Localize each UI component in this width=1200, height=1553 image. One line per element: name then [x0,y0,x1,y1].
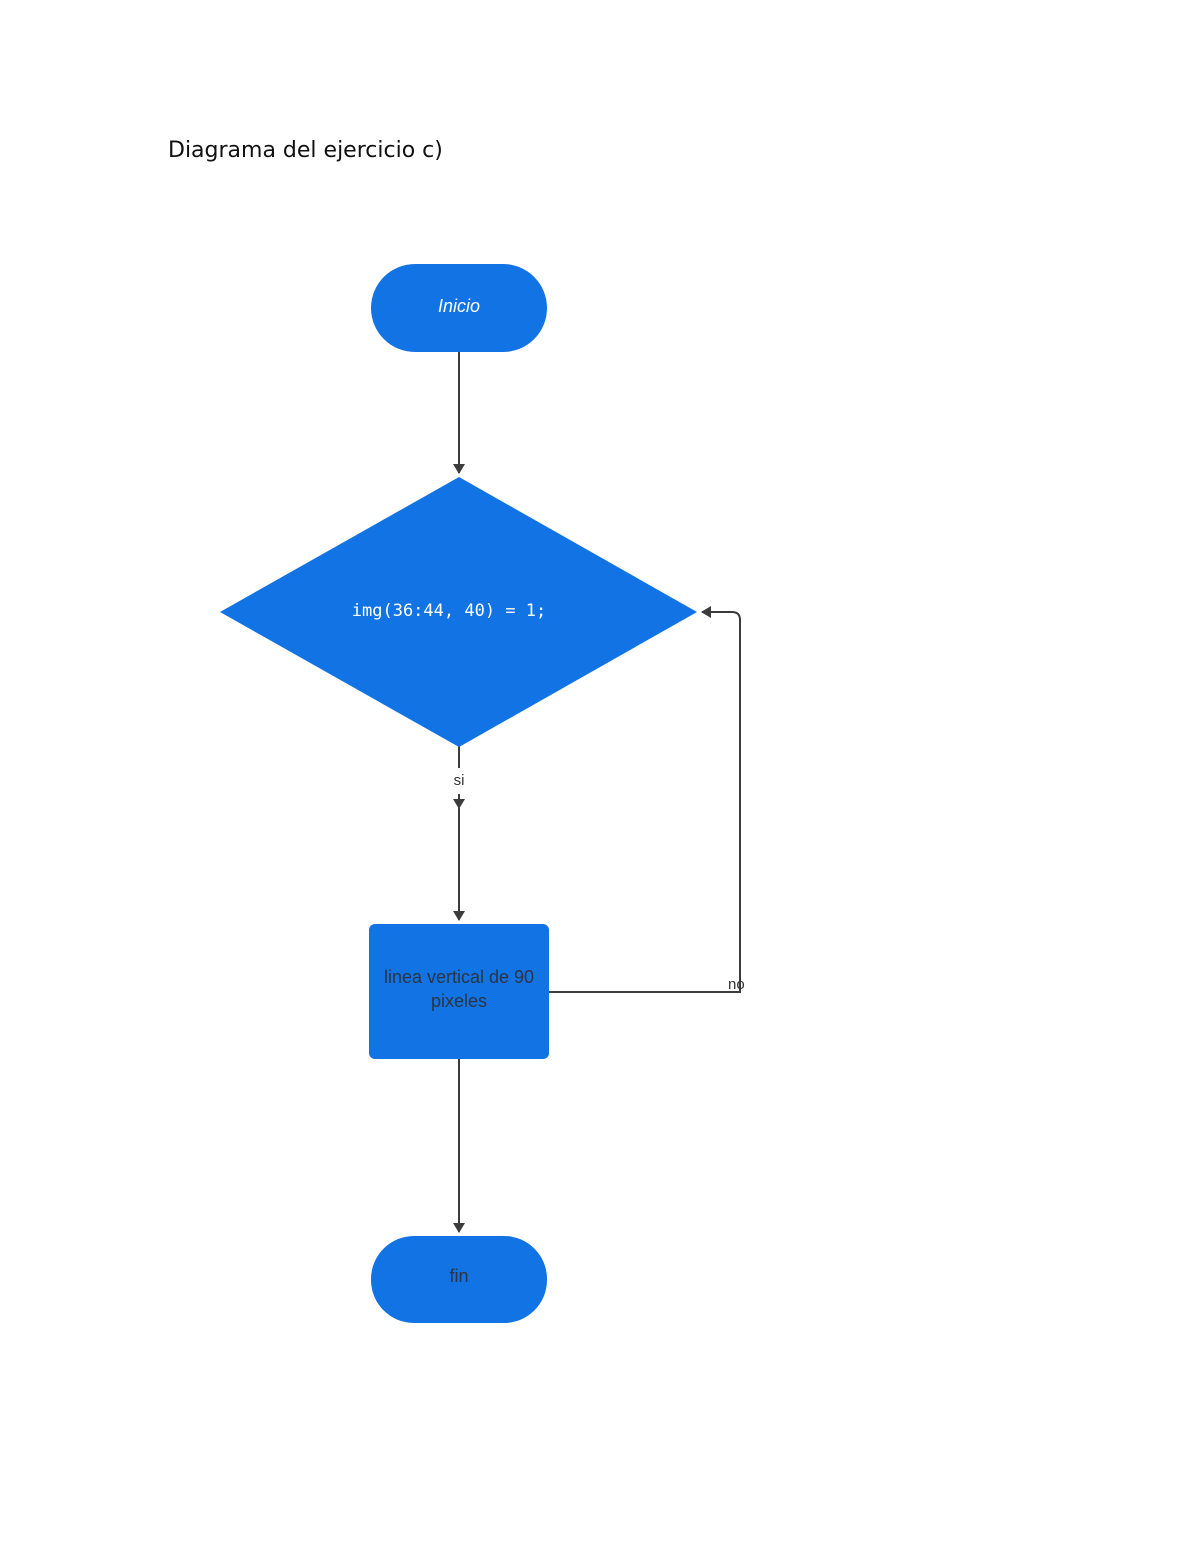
start-node: Inicio [371,264,547,352]
process-node: linea vertical de 90 pixeles [369,924,549,1059]
start-terminator-shape [371,264,547,352]
process-rectangle-shape [369,924,549,1059]
process-label-line2: pixeles [431,991,487,1011]
decision-diamond-shape [220,477,697,747]
edge-label-si: si [454,772,465,789]
end-label: fin [449,1266,468,1286]
end-node: fin [371,1236,547,1323]
decision-label: img(36:44, 40) = 1; [352,601,546,621]
document-title: Diagrama del ejercicio c) [168,138,443,163]
edge-label-no: no [728,976,745,993]
end-terminator-shape [371,1236,547,1323]
decision-node: img(36:44, 40) = 1; [220,477,697,747]
process-label-line1: linea vertical de 90 [384,967,534,987]
edge-process-to-decision [549,606,741,993]
start-label: Inicio [438,296,480,316]
